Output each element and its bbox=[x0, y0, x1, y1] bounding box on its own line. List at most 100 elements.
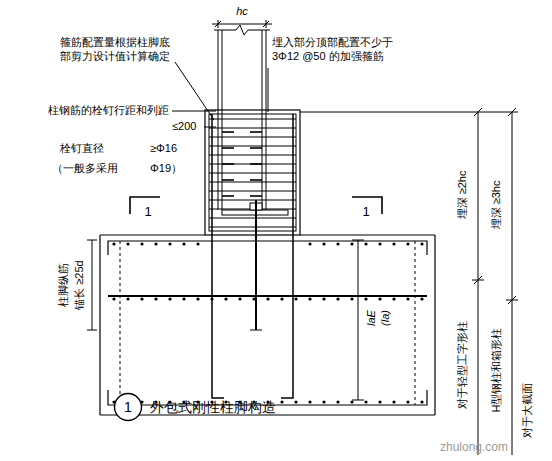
rebar-dot bbox=[280, 400, 283, 403]
rebar-dot bbox=[280, 297, 283, 300]
rebar-dot bbox=[350, 400, 353, 403]
rebar-dot bbox=[420, 297, 423, 300]
rebar-dot bbox=[294, 297, 297, 300]
stirrup bbox=[209, 191, 296, 192]
rebar-dot bbox=[196, 242, 199, 245]
stirrup bbox=[209, 128, 296, 129]
rebar-dot bbox=[322, 297, 325, 300]
rebar-dot bbox=[364, 242, 367, 245]
rebar-dot bbox=[140, 297, 143, 300]
section-marks bbox=[130, 197, 382, 214]
hc-dimension bbox=[212, 20, 272, 28]
rebar-dot bbox=[210, 297, 213, 300]
stud bbox=[222, 195, 234, 197]
stirrup bbox=[209, 155, 296, 156]
rebar-dot bbox=[154, 242, 157, 245]
rebar-dot bbox=[154, 297, 157, 300]
rebar-dot bbox=[140, 242, 143, 245]
stud bbox=[222, 163, 234, 165]
annotation-label: Φ19） bbox=[150, 162, 182, 176]
callout-circle: 1 bbox=[113, 392, 143, 422]
stirrup bbox=[209, 227, 296, 228]
base-plate bbox=[222, 200, 288, 330]
rebar-dot bbox=[378, 400, 381, 403]
rebar-dot bbox=[420, 242, 423, 245]
rebar-dot bbox=[238, 297, 241, 300]
rebar-dot bbox=[322, 242, 325, 245]
annotation-label: (la) bbox=[379, 309, 393, 327]
shear-studs bbox=[222, 132, 262, 196]
annotation-label: 柱脚纵筋 bbox=[57, 262, 71, 308]
rebar-dot bbox=[126, 242, 129, 245]
annotation-label: 柱钢筋的栓钉行距和列距 bbox=[48, 104, 169, 118]
annotation-label: 1 bbox=[362, 204, 369, 220]
rebar-dot bbox=[266, 297, 269, 300]
annotation-label: laE bbox=[365, 309, 379, 327]
concrete-encasement bbox=[205, 110, 300, 235]
rebar-dot bbox=[308, 297, 311, 300]
rebar-dot bbox=[322, 400, 325, 403]
stirrup bbox=[209, 119, 296, 120]
annotation-label: hc bbox=[236, 5, 248, 19]
rebar-dot bbox=[336, 297, 339, 300]
stirrup bbox=[209, 146, 296, 147]
annotation-label: （一般多采用 bbox=[52, 162, 118, 176]
stirrup bbox=[209, 182, 296, 183]
rebar-dot bbox=[392, 400, 395, 403]
rebar-dot bbox=[112, 242, 115, 245]
stirrup bbox=[209, 200, 296, 201]
anchorage-dimension bbox=[87, 240, 364, 400]
rebar-dot bbox=[196, 297, 199, 300]
stirrup bbox=[209, 173, 296, 174]
annotation-label: H型钢柱和箱形柱 bbox=[490, 327, 504, 414]
rebar-dot bbox=[378, 242, 381, 245]
rebar-dot bbox=[168, 297, 171, 300]
annotation-label: 埋深 ≥3hc bbox=[490, 180, 504, 231]
rebar-dots bbox=[112, 242, 423, 403]
rebar-dot bbox=[406, 242, 409, 245]
rebar-dot bbox=[350, 297, 353, 300]
stirrup bbox=[209, 164, 296, 165]
rebar-dot bbox=[336, 400, 339, 403]
stud bbox=[250, 163, 262, 165]
stud bbox=[222, 147, 234, 149]
watermark: zhulong.com bbox=[440, 440, 508, 455]
annotation-label: 对于大截面 bbox=[521, 382, 535, 439]
annotation-label: 埋深 ≥2hc bbox=[456, 170, 470, 221]
rebar-dot bbox=[378, 297, 381, 300]
rebar-dot bbox=[182, 242, 185, 245]
leader-lines bbox=[172, 62, 268, 127]
rebar-dot bbox=[392, 297, 395, 300]
rebar-dot bbox=[252, 297, 255, 300]
rebar-dot bbox=[112, 297, 115, 300]
drawing-title: 外包式刚性柱脚构造 bbox=[150, 399, 276, 417]
rebar-dot bbox=[182, 297, 185, 300]
stud bbox=[250, 147, 262, 149]
annotation-label: 对于轻型工字形柱 bbox=[456, 320, 470, 410]
rebar-dot bbox=[350, 242, 353, 245]
rebar-dot bbox=[392, 242, 395, 245]
annotation-label: 1 bbox=[144, 204, 151, 220]
annotation-label: ≤200 bbox=[172, 120, 196, 134]
rebar-dot bbox=[364, 297, 367, 300]
annotation-label: ≥Φ16 bbox=[150, 142, 177, 156]
rebar-dot bbox=[406, 297, 409, 300]
stirrups bbox=[209, 119, 296, 227]
rebar-dot bbox=[294, 400, 297, 403]
rebar-dot bbox=[308, 242, 311, 245]
stud bbox=[222, 131, 234, 133]
embedment-dimensions bbox=[300, 108, 518, 455]
stud bbox=[250, 179, 262, 181]
rebar-dot bbox=[406, 400, 409, 403]
footing bbox=[100, 235, 435, 415]
rebar-dot bbox=[168, 242, 171, 245]
annotation-label: 锚长 ≥25d bbox=[73, 259, 87, 310]
stirrup bbox=[209, 137, 296, 138]
annotation-label: 栓钉直径 bbox=[60, 142, 104, 156]
rebar-dot bbox=[420, 400, 423, 403]
stud bbox=[222, 179, 234, 181]
stud bbox=[250, 131, 262, 133]
rebar-dot bbox=[224, 297, 227, 300]
callout-number: 1 bbox=[113, 392, 143, 422]
